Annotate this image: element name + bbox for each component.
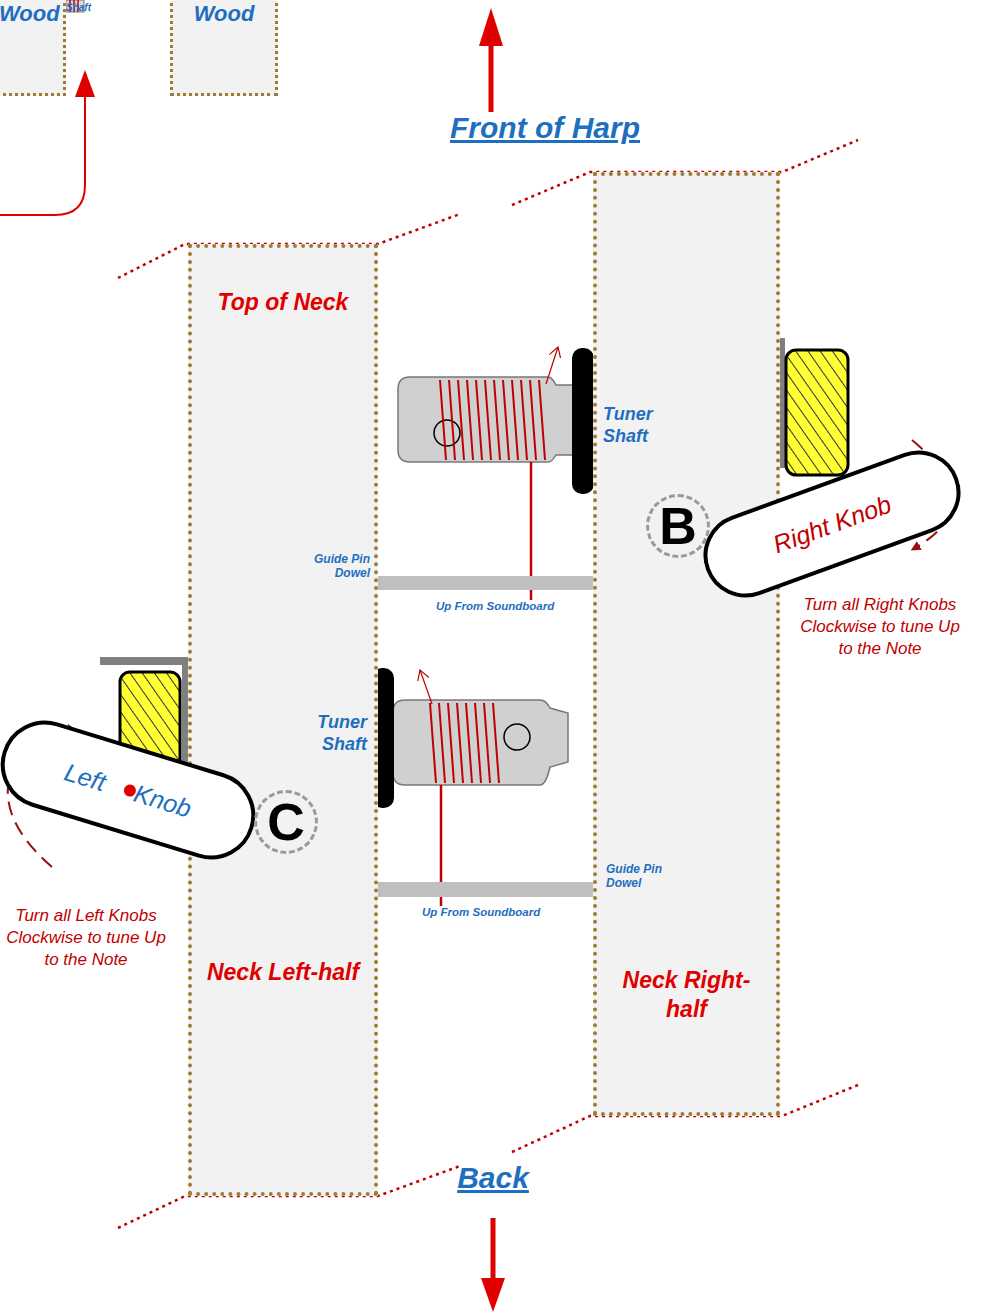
part-label: Right Knob — [769, 489, 895, 559]
part-label: Tuner Shaft — [603, 404, 693, 447]
part-label: Neck Left-half — [192, 958, 374, 987]
direction-label: Back — [430, 1160, 556, 1196]
neck-half-panel: Neck Right-half — [593, 172, 780, 1116]
callout-letter: B — [659, 500, 697, 552]
part-label: Top of Neck — [192, 288, 374, 317]
instruction-note: Turn all Left Knobs Clockwise to tune Up… — [6, 905, 166, 971]
callout-letter: C — [267, 796, 305, 848]
part-label: Guide Pin Dowel — [300, 552, 370, 581]
part-label: Up From Soundboard — [422, 906, 540, 920]
part-label: Wood — [0, 1, 63, 27]
part-label: Shaft — [66, 2, 106, 14]
part-label: Left Knob — [61, 757, 195, 823]
wood-block: Wood — [170, 0, 278, 96]
part-label: Guide Pin Dowel — [606, 862, 676, 891]
part-label: Tuner Shaft — [282, 712, 367, 755]
callout-circle: C — [254, 790, 318, 854]
callout-circle: B — [646, 494, 710, 558]
part-label: Neck Right-half — [597, 966, 776, 1024]
wood-block: Wood — [0, 0, 66, 96]
part-label: Up From Soundboard — [436, 600, 554, 614]
part-label: Wood — [173, 1, 275, 27]
instruction-note: Turn all Right Knobs Clockwise to tune U… — [792, 594, 968, 660]
direction-label: Front of Harp — [400, 110, 690, 146]
